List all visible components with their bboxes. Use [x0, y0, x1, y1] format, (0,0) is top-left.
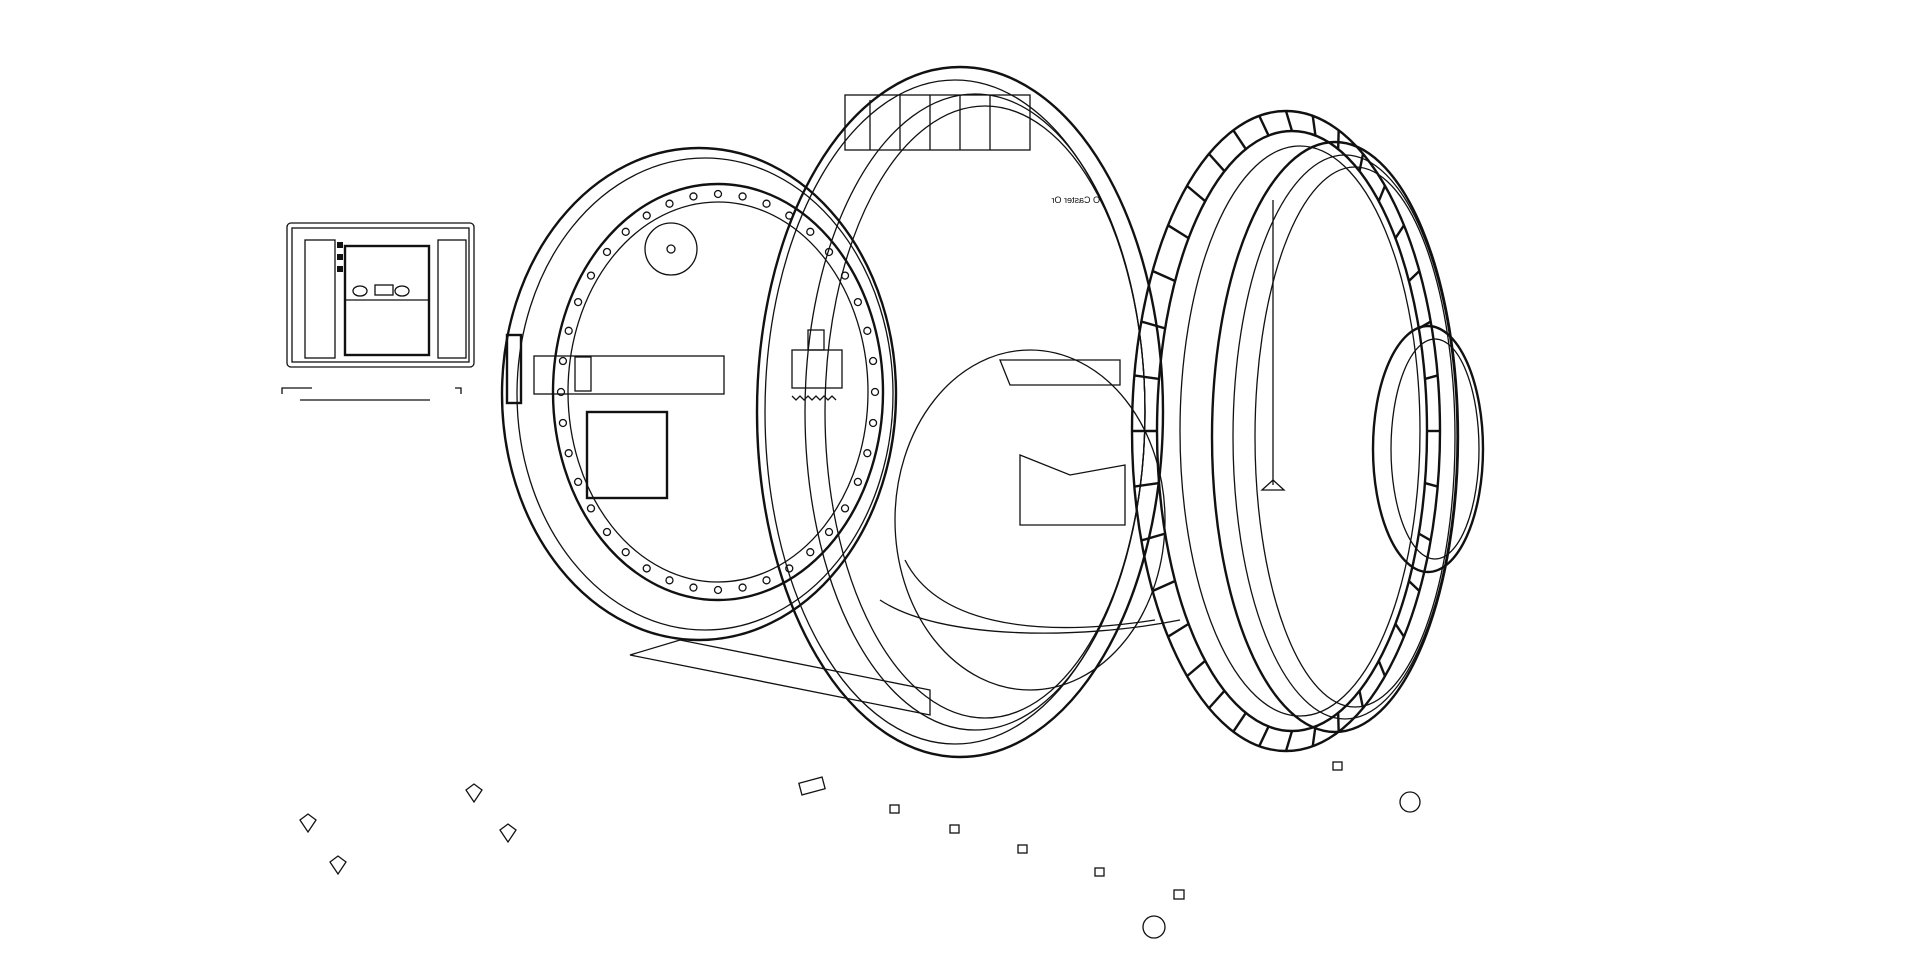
gear-tooth	[1418, 532, 1432, 542]
gear-tooth	[1408, 270, 1421, 282]
bolt-hole	[785, 564, 794, 573]
bolt-hole	[863, 326, 872, 335]
loose-parts	[299, 761, 1421, 939]
gear-tooth	[1408, 580, 1421, 592]
bolt-hole	[840, 504, 850, 513]
bolt-hole	[558, 356, 568, 366]
gear-tooth	[1284, 730, 1294, 752]
bolt-hole	[621, 227, 630, 236]
gear-tooth	[1208, 690, 1226, 709]
bolt-hole	[762, 199, 771, 208]
bolt-hole	[621, 548, 630, 557]
gear-tooth	[1152, 269, 1176, 283]
gear-tooth	[1358, 690, 1365, 709]
gear-tooth	[1394, 224, 1405, 239]
vault-outer-ring	[1210, 140, 1460, 734]
door-bolts	[556, 189, 880, 595]
vault-frame-ring	[629, 65, 1181, 759]
bolt-hole	[602, 247, 612, 257]
bolt-hole	[573, 477, 583, 487]
bolt-hole	[586, 271, 596, 280]
bolt-hole	[870, 387, 880, 397]
gear-tooth	[1140, 532, 1166, 542]
bolt-hole	[713, 585, 723, 595]
gear-tooth	[1167, 224, 1190, 240]
bolt-hole	[853, 477, 863, 487]
gear-tooth	[1152, 579, 1176, 593]
bolt-hole	[806, 227, 815, 236]
gear-tooth	[1140, 320, 1166, 330]
gear-tooth	[1284, 110, 1294, 132]
bolt-hole	[853, 297, 863, 307]
gear-tooth	[1311, 115, 1317, 136]
bolt-hole	[665, 199, 674, 208]
gear-tooth	[1167, 622, 1190, 638]
bolt-hole	[586, 504, 596, 513]
vault-gear-ring	[1130, 109, 1442, 753]
bolt-hole	[564, 449, 573, 458]
bolt-hole	[738, 192, 747, 201]
bolt-hole	[738, 583, 747, 592]
gear-tooth	[1186, 184, 1206, 203]
gear-tooth	[1394, 623, 1405, 638]
bolt-hole	[806, 548, 815, 557]
control-panel	[281, 222, 475, 401]
gear-tooth	[1186, 659, 1206, 678]
gear-teeth	[1132, 110, 1440, 752]
bolt-hole	[556, 387, 566, 397]
bolt-hole	[642, 211, 651, 220]
vault-door	[500, 146, 898, 642]
bolt-hole	[573, 297, 583, 307]
bolt-hole	[665, 576, 674, 585]
bolt-hole	[558, 418, 568, 428]
gear-tooth	[1258, 115, 1270, 137]
bolt-hole	[713, 189, 723, 199]
gear-tooth	[1134, 481, 1160, 488]
mirrored-label: O Caster Or	[1051, 195, 1100, 205]
gear-tooth	[1134, 374, 1160, 381]
bolt-hole	[689, 583, 698, 592]
bolt-hole	[564, 326, 573, 335]
bolt-hole	[762, 576, 771, 585]
gear-tooth	[1258, 725, 1270, 747]
bolt-hole	[689, 192, 698, 201]
bolt-hole	[602, 527, 612, 537]
gear-tooth	[1424, 374, 1438, 381]
gear-tooth	[1311, 726, 1317, 747]
gear-tooth	[1377, 185, 1387, 202]
bolt-hole	[863, 449, 872, 458]
vault-small-ring	[1371, 324, 1485, 574]
gear-tooth	[1358, 153, 1365, 172]
bolt-hole	[642, 564, 651, 573]
gear-tooth	[1232, 712, 1247, 733]
gear-tooth	[1232, 129, 1247, 150]
gear-tooth	[1424, 481, 1438, 488]
bolt-hole	[868, 356, 878, 366]
bolt-hole	[868, 418, 878, 428]
bolt-hole	[824, 527, 834, 537]
gear-tooth	[1208, 153, 1226, 172]
gear-tooth	[1377, 660, 1387, 677]
